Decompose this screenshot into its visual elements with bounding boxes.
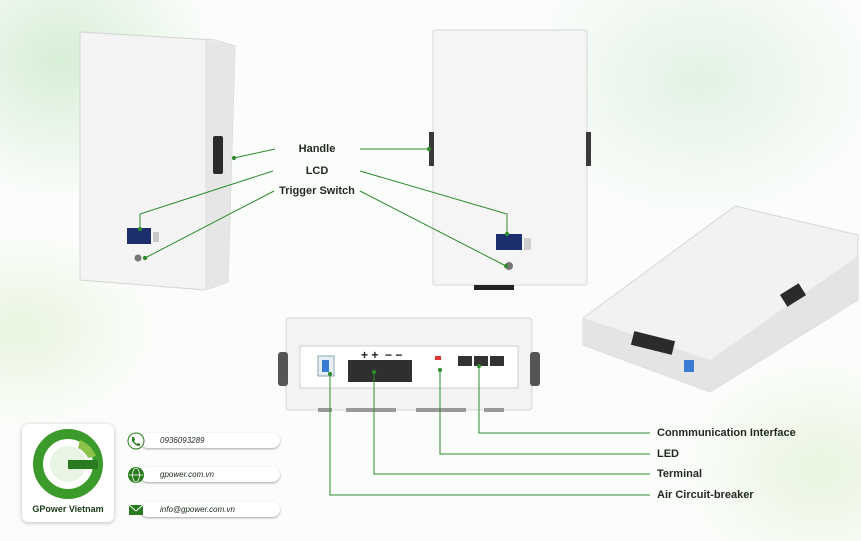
website-pill[interactable]: gpower.com.vn (140, 467, 280, 482)
plus-marks: + + (361, 348, 379, 362)
g-logo-icon (33, 429, 103, 499)
callout-lines (137, 146, 650, 496)
phone-icon (127, 432, 145, 450)
email-pill[interactable]: info@gpower.com.vn (140, 502, 280, 517)
brand-logo: GPower Vietnam (22, 424, 114, 522)
battery-unit-front (429, 29, 591, 290)
led-label: LED (657, 448, 679, 460)
brand-name: GPower Vietnam (32, 504, 104, 514)
lcd-graphic (127, 228, 151, 244)
battery-unit-lying (582, 205, 859, 393)
lcd-label: LCD (305, 165, 329, 177)
email-icon (128, 504, 144, 515)
minus-marks: − − (385, 348, 403, 362)
communication-interface-label: Conmmunication Interface (657, 427, 796, 439)
air-circuit-breaker-label: Air Circuit-breaker (657, 489, 754, 501)
battery-unit-angled (79, 31, 236, 291)
phone-pill[interactable]: 0936093289 (140, 433, 280, 448)
trigger-switch-label: Trigger Switch (279, 185, 355, 197)
globe-icon (128, 467, 144, 483)
handle-graphic (213, 136, 223, 174)
terminal-label: Terminal (657, 468, 703, 480)
trigger-switch-graphic (134, 254, 142, 262)
handle-label: Handle (298, 143, 336, 155)
battery-bottom-panel (278, 317, 540, 412)
